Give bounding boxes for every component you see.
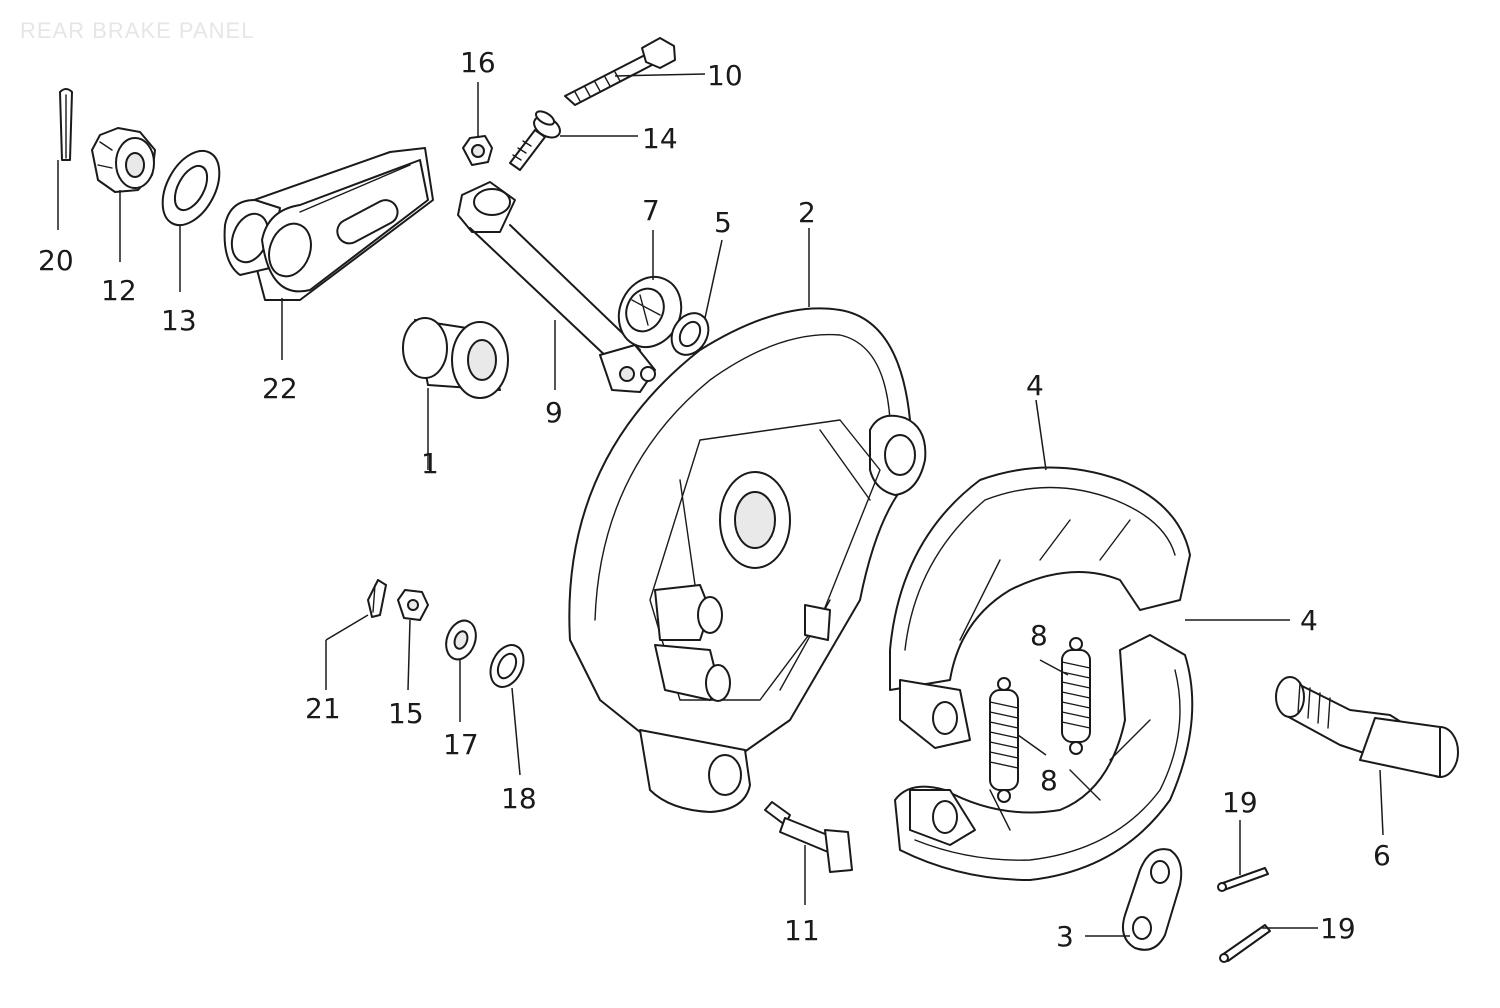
callout-4-lower: 4 xyxy=(1300,604,1318,637)
callout-numbers: 20 12 13 22 16 10 14 7 5 2 9 1 4 4 8 8 6… xyxy=(38,46,1391,953)
part-pin-11 xyxy=(764,801,853,873)
callout-8-lower: 8 xyxy=(1040,764,1058,797)
callout-12: 12 xyxy=(101,274,137,307)
callout-4-upper: 4 xyxy=(1026,369,1044,402)
part-brake-shoe-upper-4 xyxy=(889,466,1191,749)
part-bolt-14 xyxy=(509,110,561,171)
part-nut-15 xyxy=(397,589,429,621)
callout-21: 21 xyxy=(305,692,341,725)
callout-8-upper: 8 xyxy=(1030,619,1048,652)
callout-15: 15 xyxy=(388,697,424,730)
part-brake-shoe-lower-4 xyxy=(894,634,1194,881)
part-wear-indicator-7 xyxy=(617,275,683,349)
part-stay-arm-22 xyxy=(223,147,434,301)
callout-10: 10 xyxy=(707,59,743,92)
part-washer-13 xyxy=(161,149,221,227)
callout-2: 2 xyxy=(798,196,816,229)
callout-18: 18 xyxy=(501,782,537,815)
part-collar-1 xyxy=(402,317,509,399)
part-washer-17 xyxy=(445,619,477,661)
callout-9: 9 xyxy=(545,396,563,429)
part-cotter-pin-21 xyxy=(367,579,387,618)
part-cotter-pin-19a xyxy=(1217,867,1269,892)
callout-6: 6 xyxy=(1373,839,1391,872)
part-nut-16 xyxy=(462,135,493,166)
part-washer-18 xyxy=(489,644,525,688)
callout-16: 16 xyxy=(460,46,496,79)
part-castle-nut-12 xyxy=(91,127,156,193)
part-plate-3 xyxy=(1122,848,1183,951)
part-cotter-pin-19b xyxy=(1219,924,1271,963)
part-spring-8b xyxy=(989,677,1019,803)
leader-lines xyxy=(57,73,1384,937)
part-brake-panel-2 xyxy=(568,307,927,813)
callout-20: 20 xyxy=(38,244,74,277)
part-cotter-pin-20 xyxy=(59,88,73,161)
part-bolt-10 xyxy=(564,37,676,106)
callout-1: 1 xyxy=(421,447,439,480)
part-spring-8a xyxy=(1061,637,1091,755)
part-seal-5 xyxy=(670,312,710,356)
callout-13: 13 xyxy=(161,304,197,337)
callout-14: 14 xyxy=(642,122,678,155)
callout-22: 22 xyxy=(262,372,298,405)
callout-11: 11 xyxy=(784,914,820,947)
callout-7: 7 xyxy=(642,194,660,227)
callout-17: 17 xyxy=(443,728,479,761)
callout-5: 5 xyxy=(714,206,732,239)
callout-19-upper: 19 xyxy=(1222,786,1258,819)
part-cam-6 xyxy=(1275,676,1459,778)
callout-19-lower: 19 xyxy=(1320,912,1356,945)
part-brake-arm-9 xyxy=(457,181,656,393)
diagram-title: REAR BRAKE PANEL xyxy=(20,18,254,43)
callout-3: 3 xyxy=(1056,920,1074,953)
